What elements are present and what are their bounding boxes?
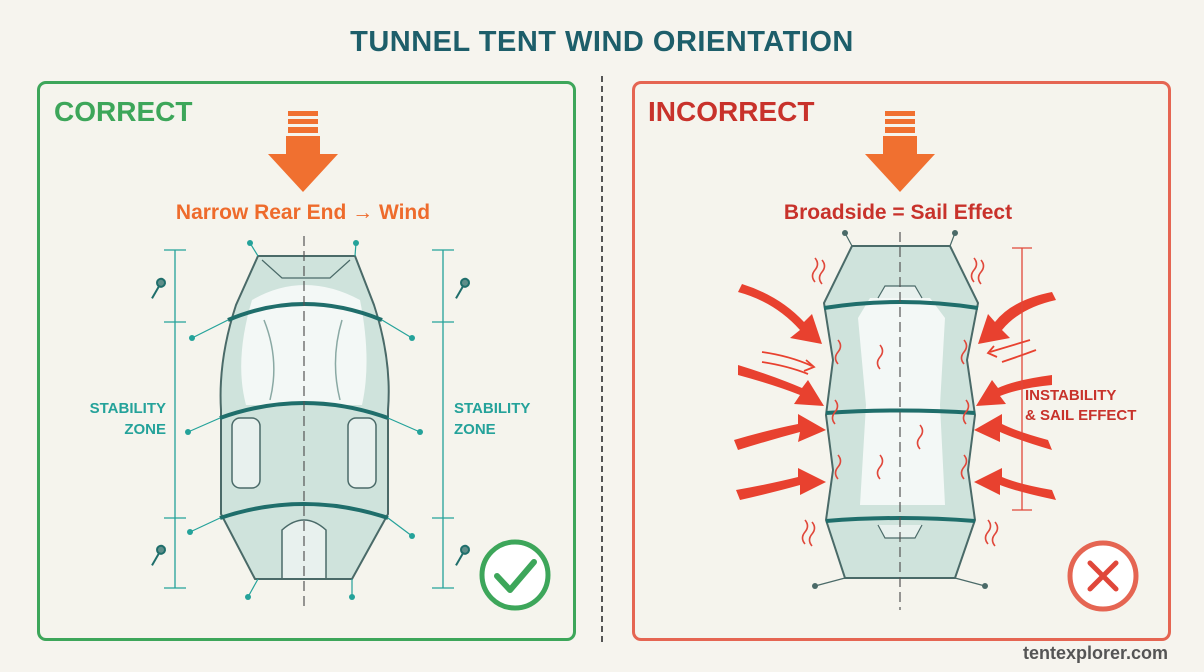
panel-divider — [601, 76, 603, 642]
footer-source: tentexplorer.com — [1022, 643, 1168, 663]
wind-arrow-icon — [865, 111, 935, 192]
correct-caption: Narrow Rear End → Wind — [175, 201, 431, 224]
instability-label-line: INSTABILITY — [1025, 387, 1117, 404]
incorrect-heading: INCORRECT — [648, 96, 815, 127]
stability-dimension-lines — [164, 249, 454, 589]
correct-heading: CORRECT — [54, 96, 193, 127]
zone-label-line: ZONE — [454, 421, 496, 438]
instability-label: INSTABILITY & SAIL EFFECT — [1025, 386, 1165, 426]
zone-label-line: STABILITY — [89, 400, 166, 417]
tent-broadside-view — [801, 230, 999, 610]
tent-stake-icon — [151, 277, 470, 566]
tent-top-view — [185, 236, 423, 610]
checkmark-icon — [479, 539, 551, 611]
faded-gust-arrow-icon — [761, 339, 1037, 375]
stability-zone-label-right: STABILITY ZONE — [454, 398, 554, 440]
wind-arrow-icon — [268, 111, 338, 192]
page-title: TUNNEL TENT WIND ORIENTATION — [350, 26, 854, 58]
zone-label-line: ZONE — [124, 421, 166, 438]
stability-zone-label-left: STABILITY ZONE — [66, 398, 166, 440]
instability-label-line: & SAIL EFFECT — [1025, 407, 1137, 424]
cross-icon — [1067, 540, 1139, 612]
instability-dimension-line — [1012, 247, 1032, 511]
incorrect-caption: Broadside = Sail Effect — [783, 201, 1013, 224]
zone-label-line: STABILITY — [454, 400, 531, 417]
gust-arrow-icon — [734, 284, 1056, 500]
